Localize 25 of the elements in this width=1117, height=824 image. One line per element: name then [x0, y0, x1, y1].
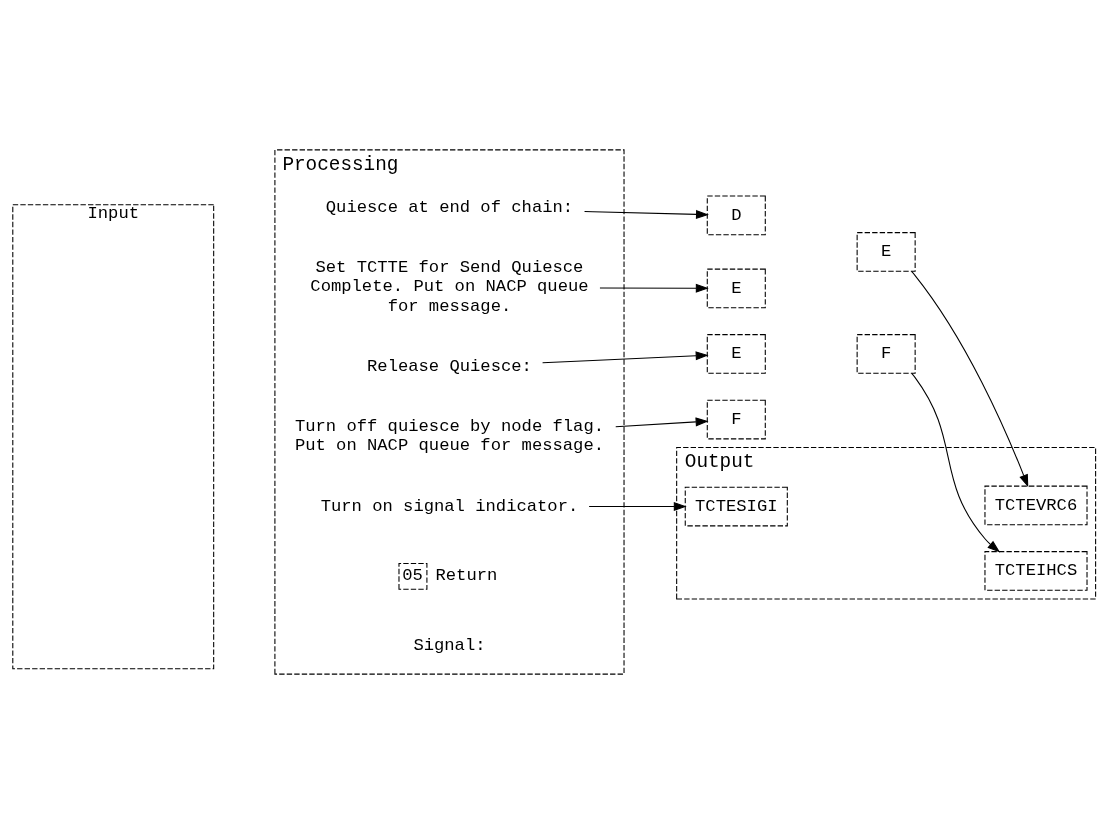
node-text: Turn off quiesce by node flag. Put on NACP queue for message.: [294, 417, 605, 456]
node-box: TCTESIGI: [684, 486, 788, 527]
node-box: Input: [12, 204, 215, 670]
arrow: [615, 417, 709, 428]
node-box: D: [706, 195, 766, 236]
node-text: Set TCTTE for Send Quiesce Complete. Put on NACP queue for message.: [310, 258, 589, 316]
arrow: [911, 372, 1001, 553]
node-box: E: [856, 232, 916, 272]
node-box: 05: [398, 562, 428, 590]
node-box: TCTEVRC6: [984, 485, 1088, 526]
arrow: [584, 209, 709, 219]
node-label: Return: [435, 566, 498, 586]
node-box: TCTEIHCS: [984, 551, 1088, 591]
node-text: Release Quiesce:: [367, 356, 532, 376]
label: Signal:: [413, 636, 486, 656]
node-box: E: [706, 268, 766, 309]
arrow: [542, 351, 709, 364]
arrow: [911, 270, 1029, 488]
node-box: F: [706, 399, 766, 440]
arrow: [599, 283, 709, 293]
node-text: Quiesce at end of chain:: [325, 197, 574, 217]
arrow: [588, 502, 687, 512]
node-box: E: [706, 334, 766, 374]
node-text: Turn on signal indicator.: [320, 496, 579, 516]
node-box: F: [856, 334, 916, 374]
